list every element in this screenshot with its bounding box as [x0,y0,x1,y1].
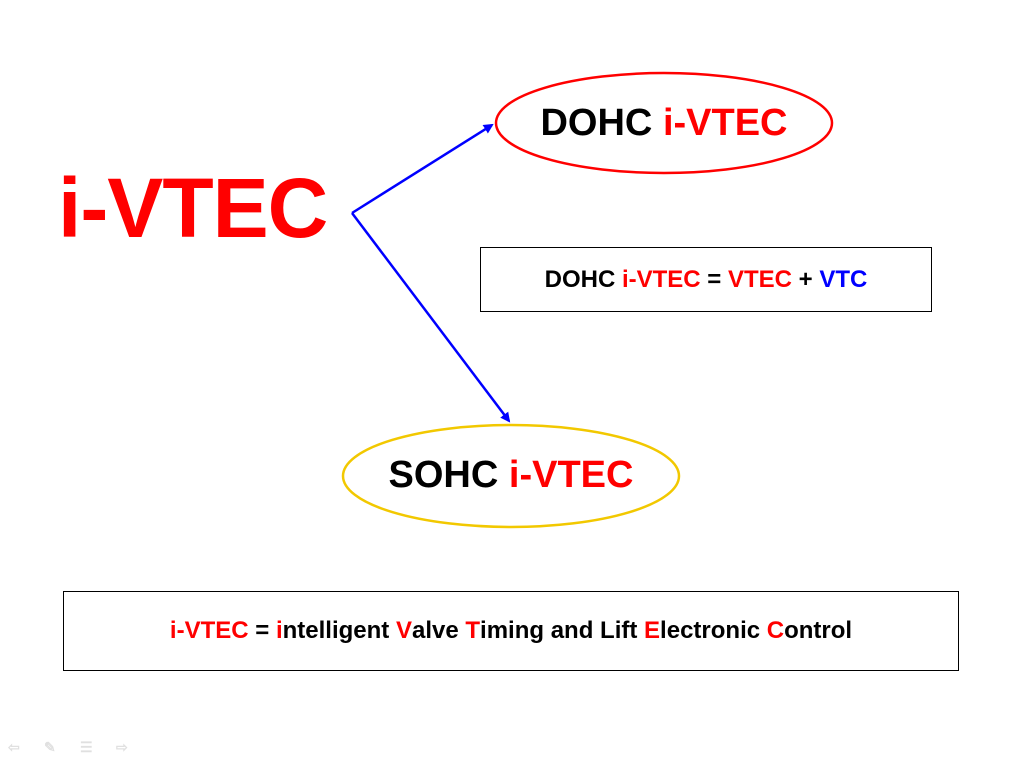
dohc-text: DOHC [540,102,663,144]
def-v: V [395,617,412,644]
arrow-to-dohc [351,123,494,215]
arrow-left-icon[interactable]: ⇦ [8,739,20,755]
pen-icon[interactable]: ✎ [44,739,56,755]
def-c: C [766,617,785,644]
sohc-ivtec-label: SOHC i-VTEC [343,452,679,498]
main-title: i-VTEC [58,161,328,255]
arrow-to-sohc [351,212,511,423]
def-ntelligent: ntelligent [282,617,396,644]
def-i: i [275,617,283,644]
arrow-right-icon[interactable]: ⇨ [116,739,128,755]
def-equals: = [248,617,276,644]
slideshow-nav: ⇦ ✎ ☰ ⇨ [8,740,134,754]
sohc-text: SOHC [388,454,509,496]
formula-plus: + [792,265,820,293]
def-alve: alve [411,617,466,644]
def-lectronic: lectronic [660,617,767,644]
def-ontrol: ontrol [784,617,853,644]
def-t: T [465,617,481,644]
formula-ivtec: i-VTEC [621,265,701,293]
formula-vtec: VTEC [728,265,793,293]
sohc-oval-shape [341,423,681,529]
formula-box: DOHC i-VTEC = VTEC + VTC [480,247,932,312]
def-e: E [644,617,661,644]
ivtec-text: i-VTEC [508,454,634,496]
def-ivtec: i-VTEC [169,617,249,644]
formula-dohc: DOHC [544,265,622,293]
formula-equals: = [700,265,728,293]
ivtec-text: i-VTEC [662,102,788,144]
formula-vtc: VTC [819,265,868,293]
def-iming: iming and Lift [480,617,645,644]
dohc-oval-shape [494,71,834,175]
menu-icon[interactable]: ☰ [80,739,93,755]
dohc-ivtec-label: DOHC i-VTEC [496,100,832,146]
